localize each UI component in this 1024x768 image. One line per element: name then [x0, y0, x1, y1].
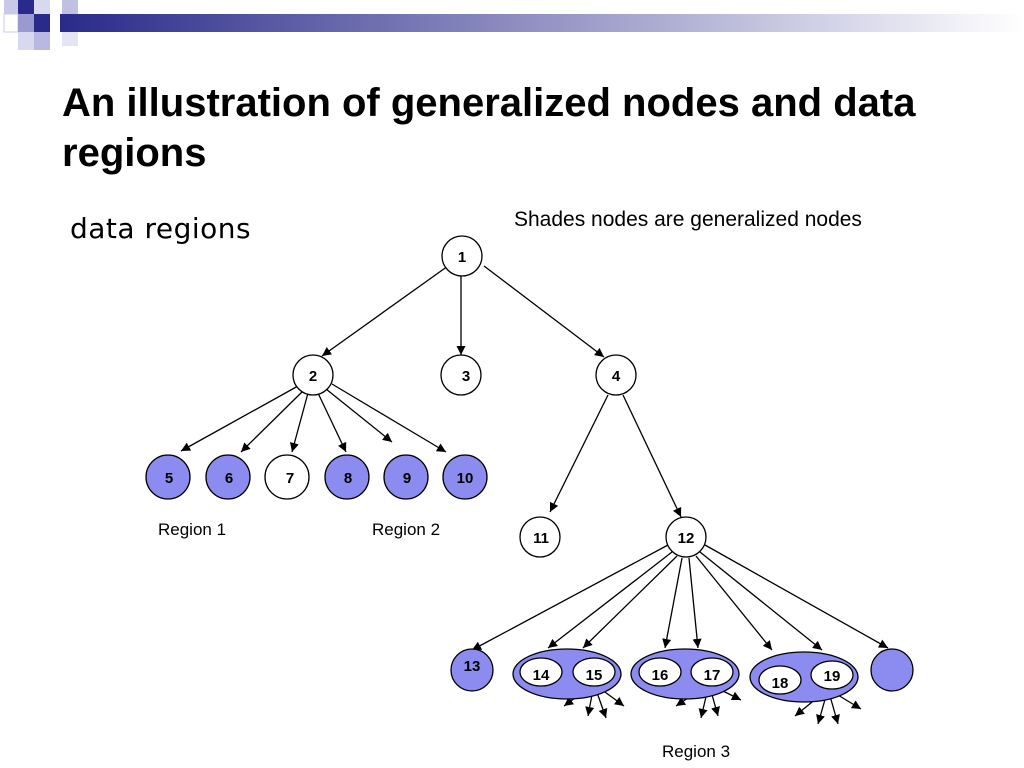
deco-square	[18, 32, 34, 50]
tree-edges	[180, 265, 889, 725]
node-label-8: 8	[344, 470, 352, 487]
node-5	[145, 454, 191, 500]
edge	[331, 383, 447, 453]
node-13	[450, 648, 494, 692]
deco-square	[18, 14, 34, 32]
node-1	[441, 235, 483, 277]
node-label-12: 12	[678, 530, 695, 547]
edge	[622, 394, 682, 518]
node-label-13: 13	[464, 658, 481, 675]
shaded-nodes-caption: Shades nodes are generalized nodes	[514, 208, 862, 231]
node-unlabeled	[870, 648, 914, 692]
deco-square	[34, 0, 50, 14]
deco-square	[4, 0, 18, 14]
node-label-7: 7	[286, 470, 294, 487]
node-16	[638, 657, 682, 687]
node-label-11: 11	[533, 530, 549, 547]
node-label-4: 4	[612, 368, 621, 385]
deco-square	[34, 14, 50, 32]
header-decoration	[3, 0, 1024, 50]
edge	[662, 557, 683, 649]
slide-subtitle: data regions	[70, 212, 252, 245]
node-label-17: 17	[704, 667, 721, 684]
node-12	[665, 516, 707, 558]
node-label-19: 19	[824, 668, 841, 685]
node-label-1: 1	[458, 249, 466, 266]
edge	[325, 388, 393, 443]
node-label-2: 2	[309, 368, 317, 385]
node-10	[442, 454, 488, 500]
edge	[317, 392, 347, 453]
node-label-10: 10	[457, 470, 474, 487]
edge	[695, 555, 773, 651]
node-2	[292, 354, 334, 396]
node-label-5: 5	[165, 470, 173, 487]
node-label-16: 16	[652, 667, 669, 684]
node-11	[519, 516, 561, 558]
node-7	[264, 454, 310, 500]
slide-title: An illustration of generalized nodes and…	[62, 81, 916, 175]
edge	[483, 265, 605, 358]
node-14	[519, 657, 563, 687]
edge	[240, 390, 304, 453]
region-2-label: Region 2	[372, 520, 441, 539]
edge	[704, 544, 889, 649]
edge	[180, 385, 299, 452]
node-15	[572, 657, 616, 687]
edge	[699, 551, 823, 651]
node-8	[324, 454, 370, 500]
node-label-3: 3	[462, 368, 470, 385]
deco-square	[62, 0, 78, 14]
edge	[471, 544, 669, 651]
header-bar	[60, 14, 1024, 32]
node-label-6: 6	[225, 470, 233, 487]
deco-square	[18, 0, 34, 14]
node-label-15: 15	[586, 667, 603, 684]
node-6	[205, 454, 251, 500]
region-3-label: Region 3	[662, 742, 731, 761]
edge	[289, 392, 309, 453]
node-17	[690, 657, 734, 687]
node-label-18: 18	[772, 675, 789, 692]
node-label-14: 14	[533, 667, 550, 684]
deco-square	[34, 32, 50, 50]
deco-square	[62, 32, 78, 46]
region-1-label: Region 1	[158, 520, 227, 539]
edge	[549, 394, 609, 513]
edge	[547, 551, 673, 649]
node-label-9: 9	[403, 470, 411, 487]
edge	[321, 265, 449, 357]
node-19	[810, 660, 854, 690]
node-3	[440, 354, 482, 396]
node-9	[383, 454, 429, 500]
tree-nodes	[145, 235, 914, 695]
edge	[582, 555, 678, 649]
edge	[688, 557, 702, 649]
node-4	[595, 354, 637, 396]
node-18	[758, 665, 802, 695]
